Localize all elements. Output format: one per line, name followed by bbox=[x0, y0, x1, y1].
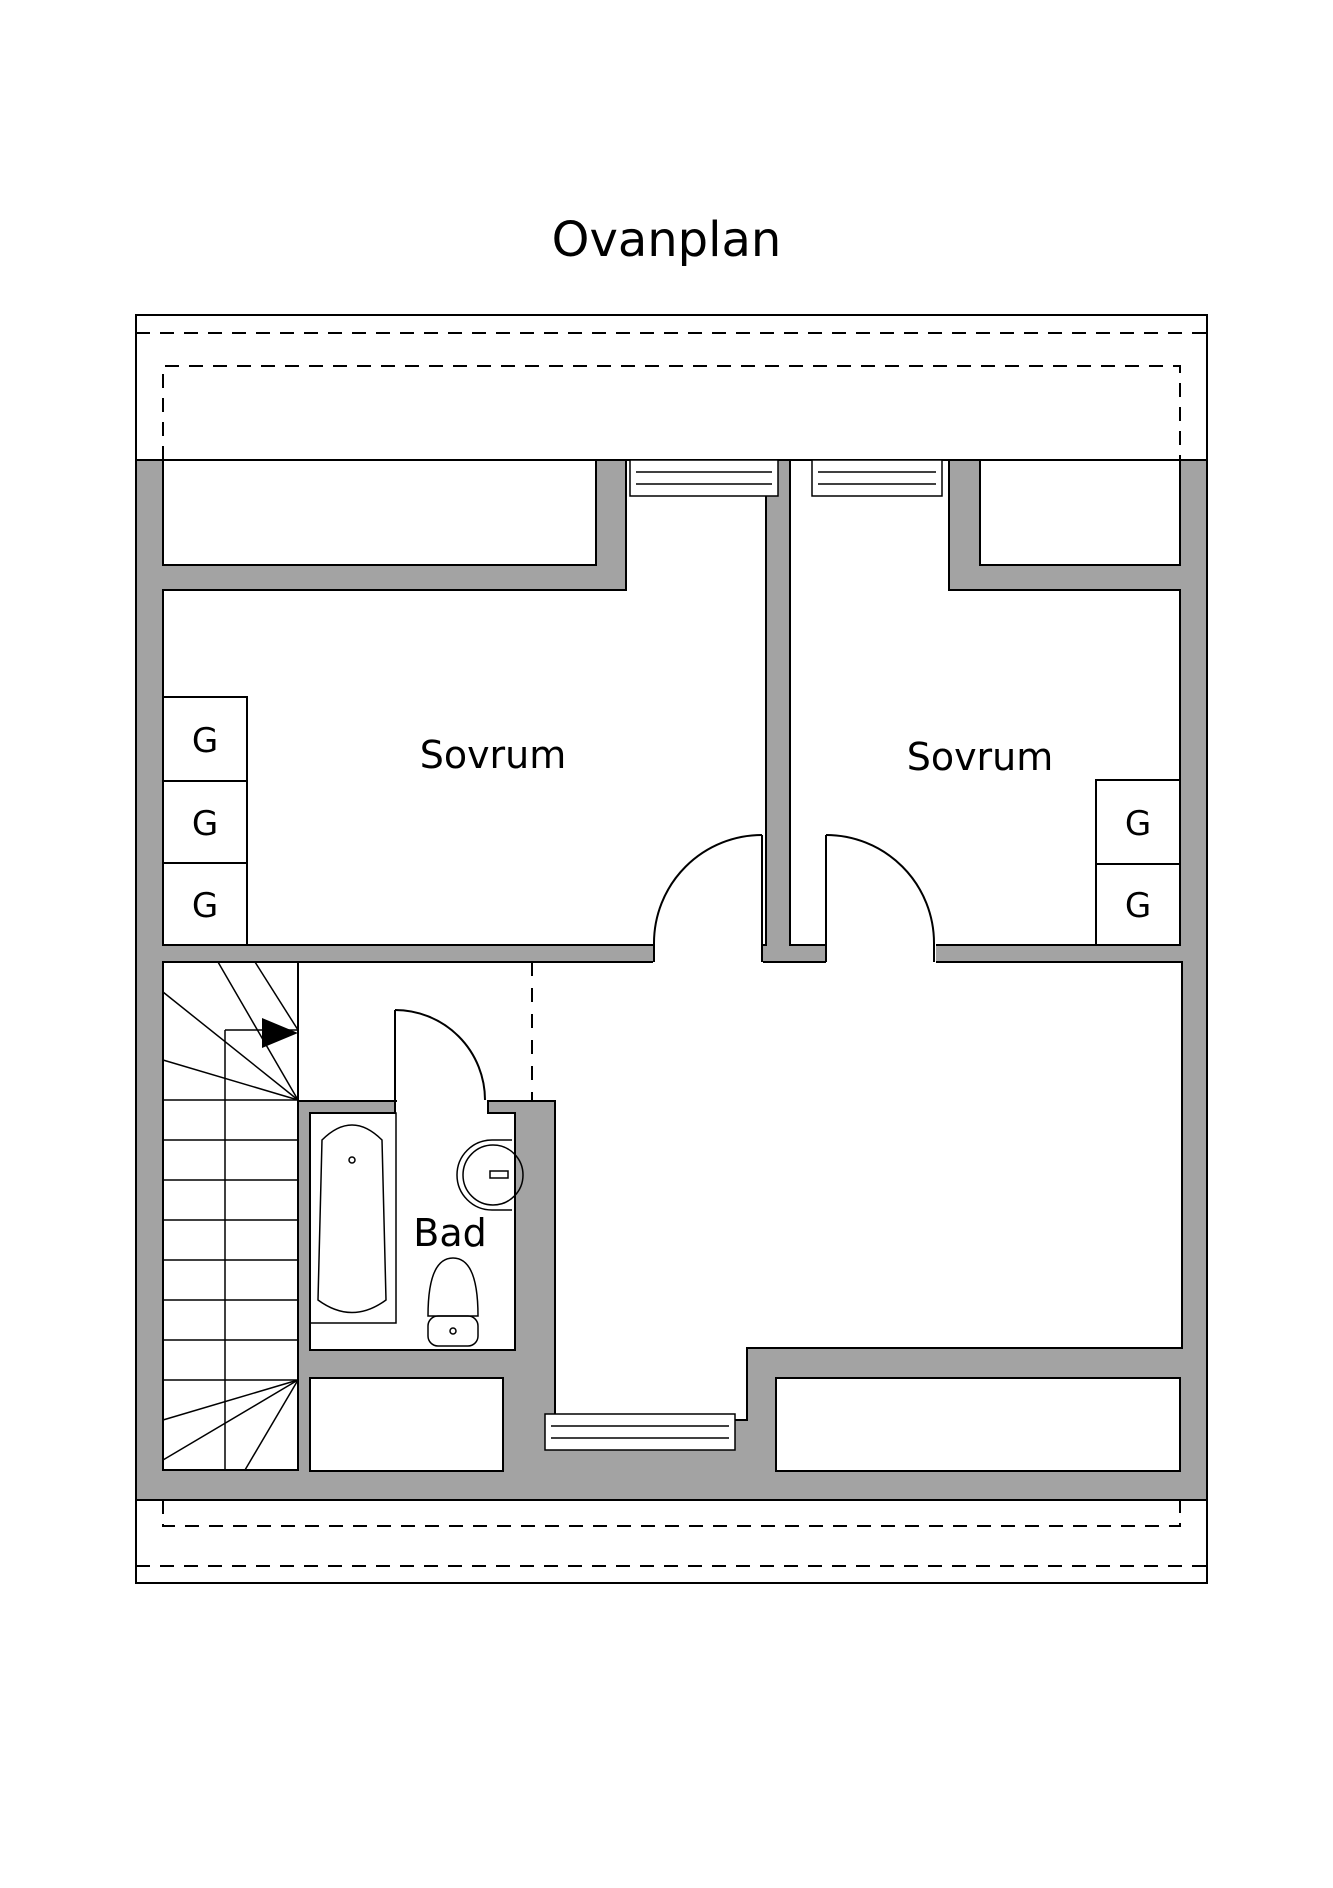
room-label-bedroom-left: Sovrum bbox=[420, 733, 567, 777]
wardrobe-label: G bbox=[1125, 804, 1151, 844]
wardrobe-label: G bbox=[192, 721, 218, 761]
floor-plan-title: Ovanplan bbox=[551, 212, 782, 268]
toilet-icon bbox=[427, 1257, 479, 1347]
wardrobes-right bbox=[1095, 779, 1181, 946]
wardrobe-label: G bbox=[1125, 886, 1151, 926]
wardrobe-label: G bbox=[192, 886, 218, 926]
walls bbox=[135, 459, 1208, 1501]
window-top-right bbox=[811, 459, 943, 497]
bathtub-icon bbox=[309, 1112, 397, 1324]
wardrobes-left bbox=[162, 696, 248, 946]
bathroom-door bbox=[394, 1009, 487, 1116]
sink-icon bbox=[456, 1139, 524, 1211]
staircase bbox=[162, 961, 299, 1471]
room-label-bedroom-right: Sovrum bbox=[907, 735, 1054, 779]
window-top-left bbox=[629, 459, 779, 497]
window-bottom bbox=[544, 1413, 736, 1451]
bedroom-right-door bbox=[825, 834, 936, 966]
wardrobe-label: G bbox=[192, 804, 218, 844]
bedroom-left-door bbox=[653, 834, 763, 966]
stair-direction-arrow-icon bbox=[262, 1018, 298, 1048]
room-label-bathroom: Bad bbox=[413, 1211, 486, 1255]
